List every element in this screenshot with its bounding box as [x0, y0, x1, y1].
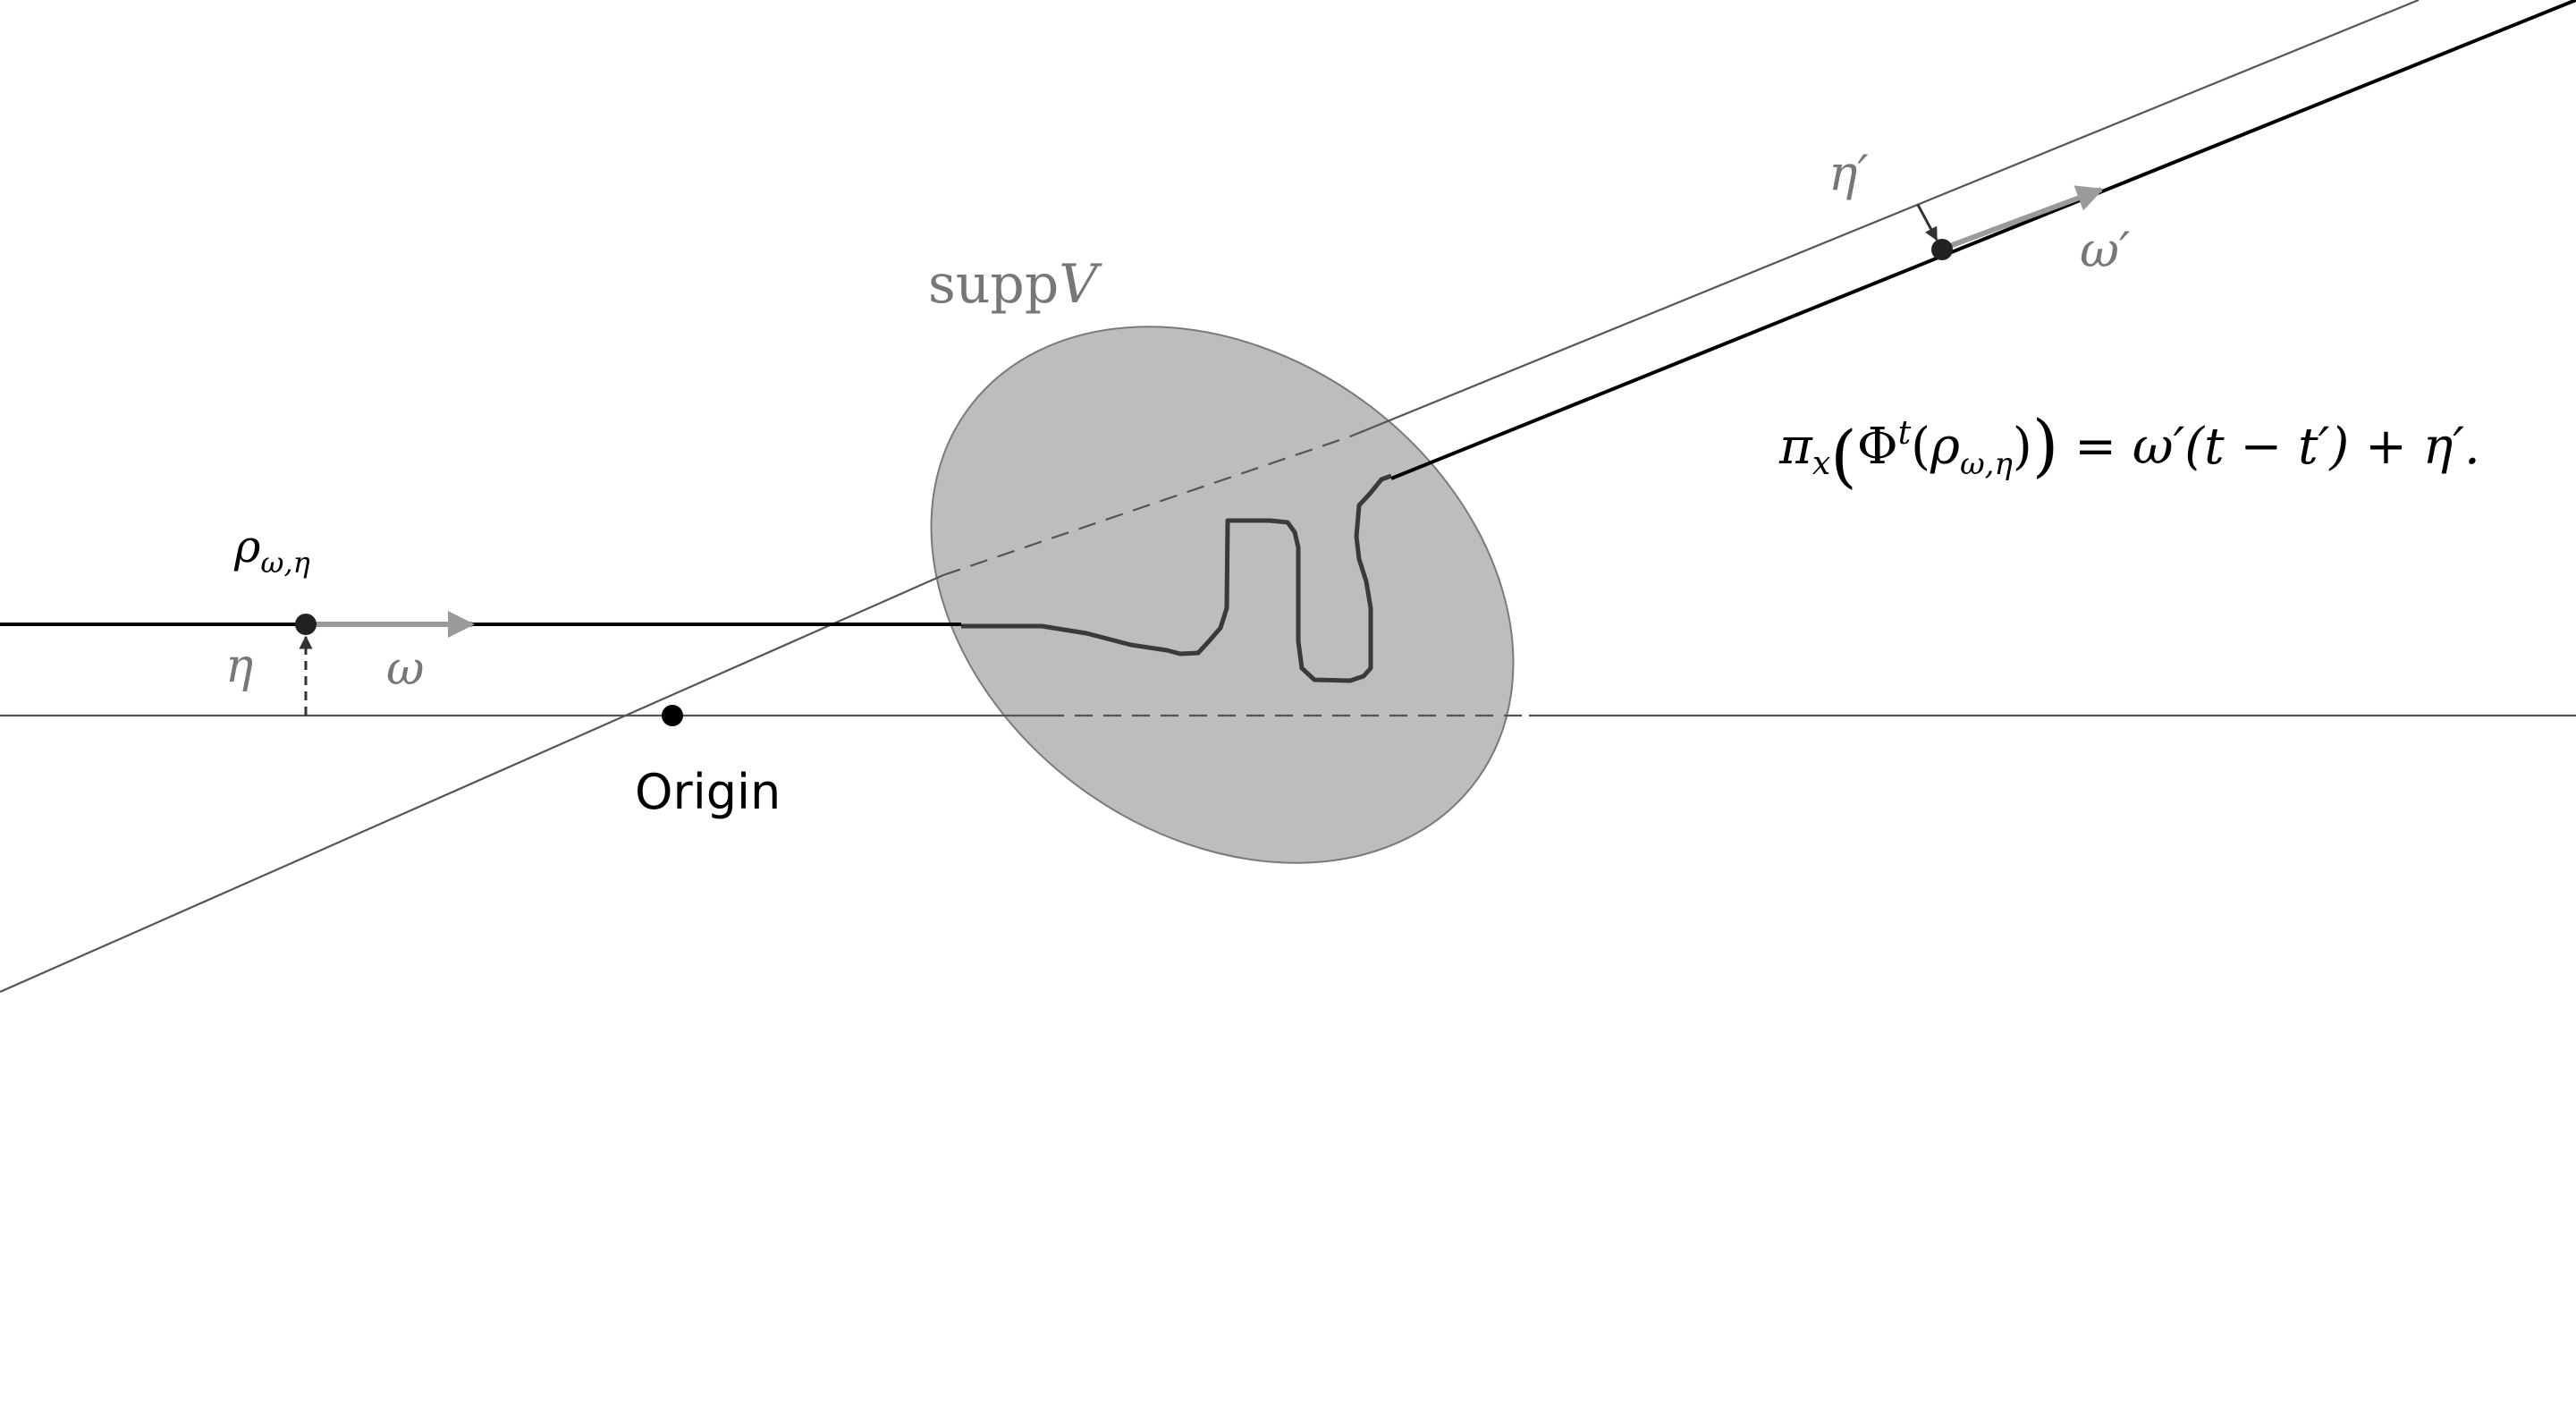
initial-point: [295, 614, 317, 635]
diagonal-line-upper: [1349, 0, 2420, 438]
rho-label: ρω,η: [233, 521, 310, 580]
omega-prime-label: ω′: [2080, 222, 2130, 278]
interaction-trajectory: [961, 473, 1392, 683]
eta-prime-offset-arrow: [1916, 204, 1938, 241]
omega-label: ω: [386, 642, 424, 696]
origin-point: [662, 705, 683, 726]
diagonal-line-lower: [0, 573, 944, 994]
support-region: [930, 326, 1515, 864]
diagonal-line-hidden: [942, 435, 1351, 577]
eta-prime-label: η′: [1829, 145, 1869, 201]
outgoing-trajectory: [1390, 0, 2576, 480]
supp-v-label: suppV: [928, 253, 1102, 316]
omega-prime-arrow: [1946, 185, 2104, 250]
final-point: [1931, 239, 1953, 260]
origin-label: Origin: [635, 764, 781, 820]
eta-label: η: [225, 640, 253, 693]
trajectory-formula: πx(Φt(ρω,η)) = ω′(t − t′) + η′.: [1778, 405, 2480, 496]
